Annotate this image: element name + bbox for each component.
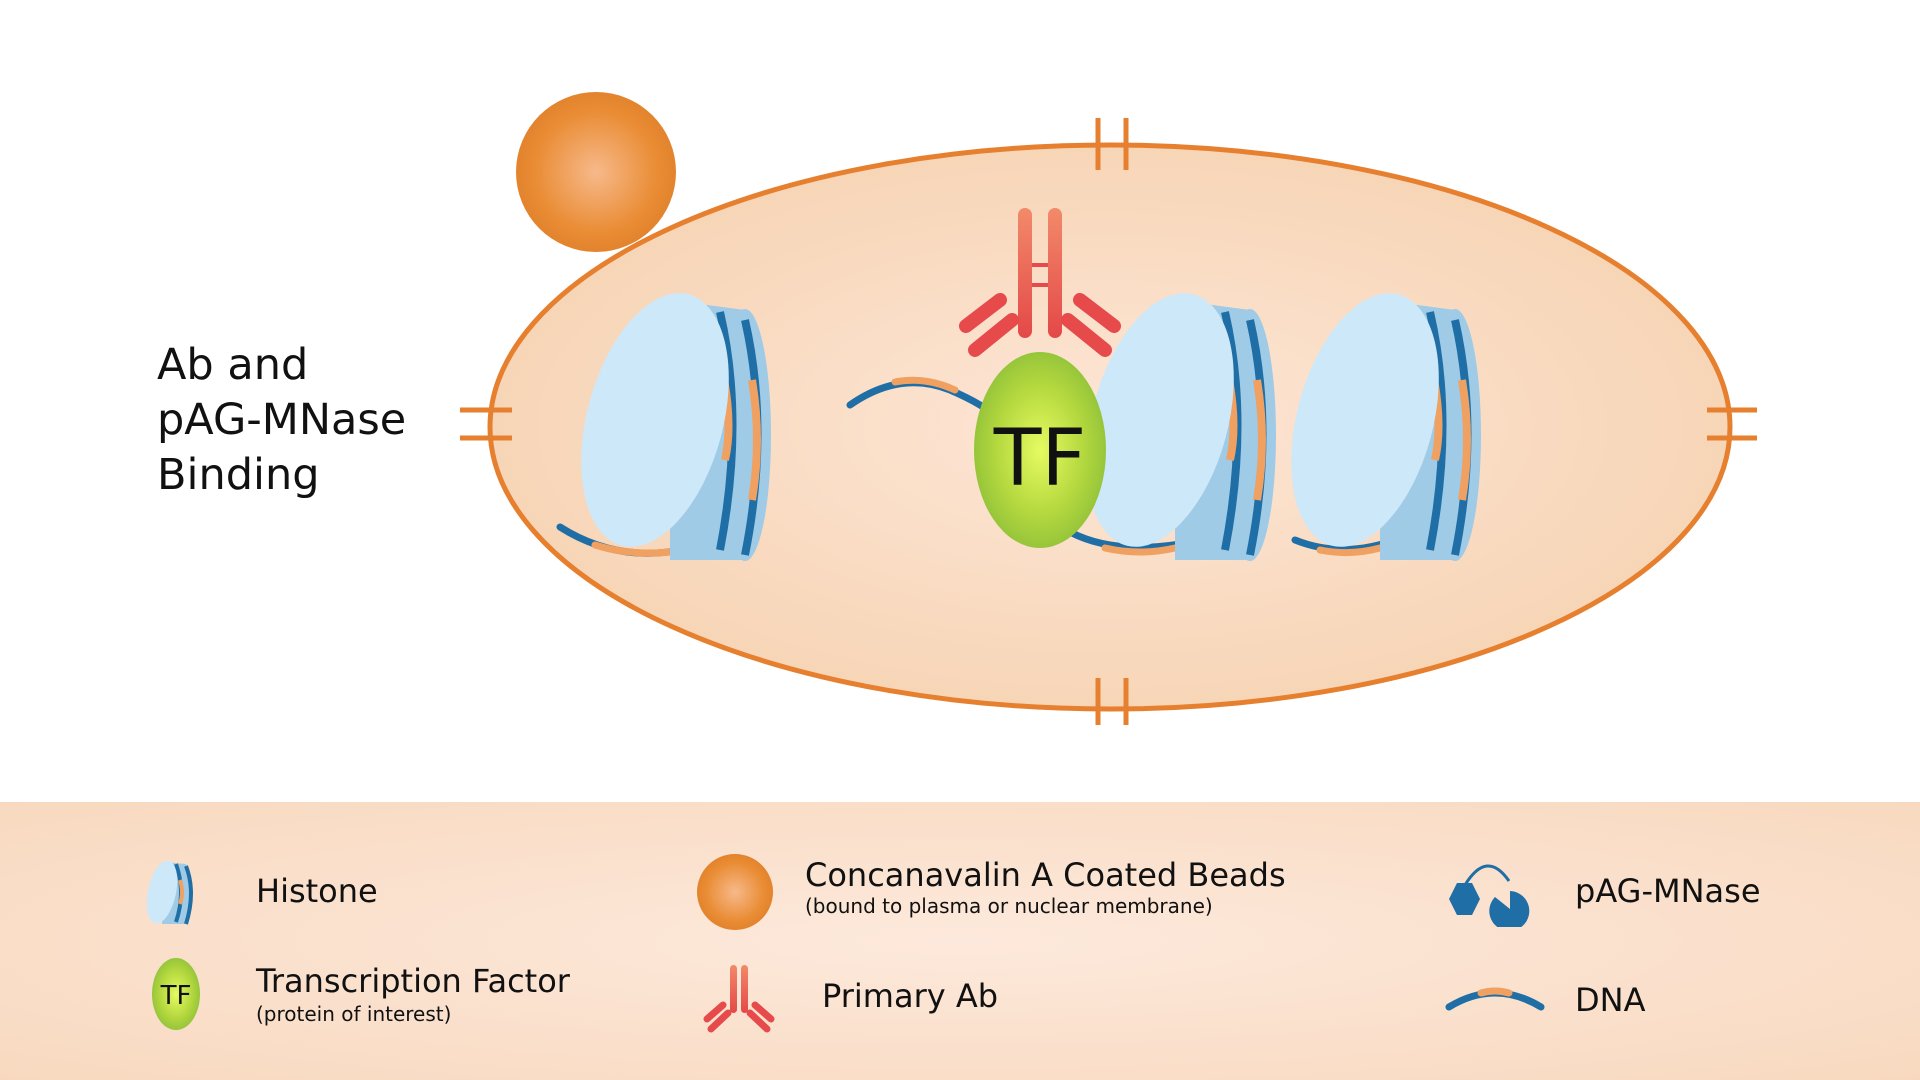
legend-sublabel-transcription-factor: (protein of interest) — [256, 1002, 452, 1026]
nucleosome-2 — [1086, 293, 1276, 561]
legend-label-pag-mnase: pAG-MNase — [1575, 872, 1761, 910]
primary-antibody — [959, 208, 1121, 357]
antibody-icon — [703, 965, 775, 1033]
legend-label-dna: DNA — [1575, 981, 1646, 1019]
legend-panel: Histone TF Transcription Factor (protein… — [0, 802, 1920, 1080]
stage-title-line-2: pAG-MNase — [157, 395, 407, 445]
tf-icon: TF — [152, 958, 200, 1030]
pag-mnase-icon — [1449, 864, 1530, 927]
legend-tf-icon-text: TF — [160, 981, 192, 1011]
stage-title-line-1: Ab and — [157, 340, 309, 390]
transcription-factor — [974, 352, 1106, 548]
stage-title: Ab and pAG-MNase Binding — [157, 338, 406, 503]
nucleosome-1 — [581, 293, 771, 561]
legend-label-primary-ab: Primary Ab — [822, 977, 999, 1015]
legend-label-histone: Histone — [256, 872, 378, 910]
legend-item-transcription-factor: TF Transcription Factor (protein of inte… — [140, 952, 620, 1042]
bead-icon — [697, 854, 773, 930]
legend-item-dna: DNA — [1435, 957, 1735, 1037]
nucleosome-3 — [1291, 293, 1481, 561]
legend-label-beads: Concanavalin A Coated Beads — [805, 856, 1286, 894]
dna-icon — [1445, 987, 1545, 1011]
legend-item-histone: Histone — [140, 852, 540, 932]
legend-item-beads: Concanavalin A Coated Beads (bound to pl… — [695, 852, 1335, 942]
legend-item-primary-ab: Primary Ab — [695, 957, 1095, 1037]
membrane-pores — [460, 118, 1757, 725]
stage-title-line-3: Binding — [157, 450, 320, 500]
histone-icon — [146, 860, 193, 925]
tf-label: TF — [993, 414, 1087, 504]
legend-sublabel-beads: (bound to plasma or nuclear membrane) — [805, 894, 1213, 918]
concanavalin-bead — [516, 92, 676, 252]
legend-label-transcription-factor: Transcription Factor — [256, 962, 570, 1000]
legend-item-pag-mnase: pAG-MNase — [1435, 847, 1835, 932]
